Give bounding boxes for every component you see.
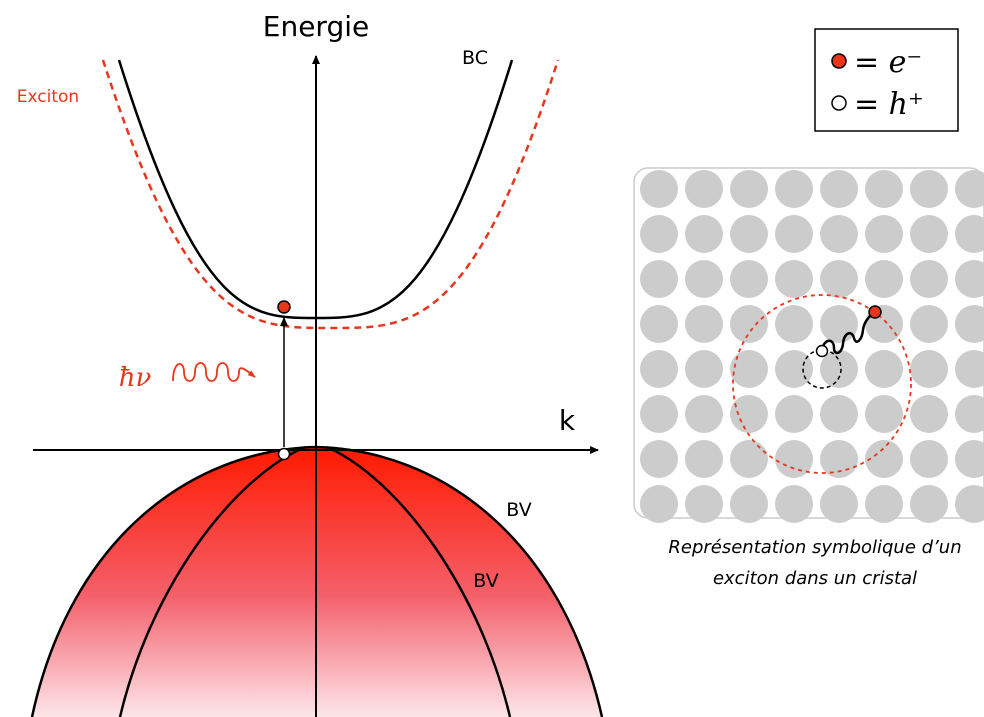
conduction-band-label: BC (462, 47, 488, 69)
crystal-electron-marker (868, 305, 882, 319)
crystal-atom (865, 260, 903, 298)
crystal-atom (685, 395, 723, 433)
crystal-atom (685, 350, 723, 388)
valence-band-inner-left-curve (118, 445, 306, 717)
crystal-atom (685, 215, 723, 253)
crystal-atom (820, 440, 858, 478)
crystal-caption-line-1: Représentation symbolique d’un (668, 537, 961, 558)
crystal-atom (730, 350, 768, 388)
legend: = e⁻ = h⁺ (814, 28, 959, 132)
crystal-atom (730, 170, 768, 208)
crystal-atom (820, 485, 858, 523)
photon-energy-label: ħν (119, 363, 152, 393)
crystal-atom (730, 305, 768, 343)
crystal-atom (955, 170, 984, 208)
crystal-atom (910, 440, 948, 478)
crystal-atom (865, 170, 903, 208)
crystal-atom (685, 170, 723, 208)
conduction-band-curve (117, 59, 514, 320)
crystal-atom (640, 440, 678, 478)
crystal-atom (640, 260, 678, 298)
exciton-band-curve (101, 59, 560, 330)
crystal-atom (955, 260, 984, 298)
crystal-atom (640, 170, 678, 208)
electron-marker (277, 300, 291, 314)
crystal-atom (640, 215, 678, 253)
crystal-atom (640, 395, 678, 433)
crystal-atom (865, 440, 903, 478)
crystal-atom (685, 485, 723, 523)
crystal-atom (820, 215, 858, 253)
crystal-atom (865, 395, 903, 433)
exciton-label: Exciton (17, 87, 79, 107)
legend-electron-text: = e⁻ (854, 45, 922, 80)
crystal-atom (775, 350, 813, 388)
photon-wave (172, 362, 256, 382)
crystal-atom (775, 215, 813, 253)
crystal-atom (820, 305, 858, 343)
crystal-atom (775, 305, 813, 343)
crystal-atom (730, 440, 768, 478)
crystal-atom (820, 170, 858, 208)
crystal-atom (955, 440, 984, 478)
valence-band-outer-label: BV (506, 499, 531, 521)
crystal-atom (820, 395, 858, 433)
crystal-atom (730, 215, 768, 253)
crystal-atom (730, 260, 768, 298)
hole-marker (277, 447, 291, 461)
crystal-atom (820, 260, 858, 298)
legend-hole-symbol (831, 95, 847, 111)
crystal-atom-grid (640, 170, 984, 523)
crystal-atom (730, 485, 768, 523)
crystal-atom (910, 170, 948, 208)
crystal-atom (865, 215, 903, 253)
legend-box (814, 28, 959, 132)
crystal-atom (820, 350, 858, 388)
crystal-atom (775, 395, 813, 433)
crystal-atom (775, 170, 813, 208)
crystal-atom (775, 485, 813, 523)
crystal-atom (640, 305, 678, 343)
valence-band-inner-right-curve (326, 445, 512, 717)
crystal-atom (955, 350, 984, 388)
crystal-atom (910, 215, 948, 253)
legend-hole-text: = h⁺ (854, 87, 924, 122)
crystal-atom (955, 395, 984, 433)
crystal-atom (955, 485, 984, 523)
k-axis-label: k (559, 404, 576, 437)
exciton-radius-circle (732, 294, 912, 474)
crystal-atom (910, 305, 948, 343)
crystal-panel (633, 167, 984, 523)
crystal-atom (730, 395, 768, 433)
crystal-hole-marker (815, 344, 829, 358)
crystal-caption-line-2: exciton dans un cristal (713, 568, 917, 589)
crystal-atom (910, 260, 948, 298)
crystal-atom (775, 260, 813, 298)
valence-band-inner-label: BV (473, 570, 498, 592)
exciton-binding-spring (820, 311, 875, 355)
hole-orbit-circle (802, 349, 842, 389)
crystal-atom (640, 350, 678, 388)
crystal-atom (685, 440, 723, 478)
crystal-atom (910, 485, 948, 523)
crystal-atom (685, 305, 723, 343)
crystal-atom (865, 485, 903, 523)
crystal-atom (640, 485, 678, 523)
crystal-atom (865, 350, 903, 388)
crystal-atom (955, 215, 984, 253)
crystal-atom (775, 440, 813, 478)
energy-axis-label: Energie (263, 10, 369, 43)
crystal-frame (633, 167, 984, 519)
crystal-atom (910, 350, 948, 388)
crystal-atom (910, 395, 948, 433)
crystal-atom (955, 305, 984, 343)
legend-electron-symbol (831, 53, 847, 69)
crystal-atom (685, 260, 723, 298)
